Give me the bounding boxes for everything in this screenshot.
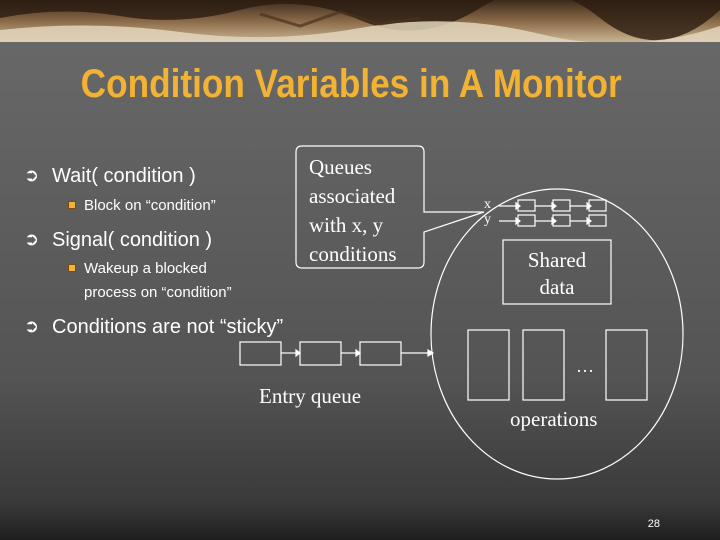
callout-line-4: conditions — [309, 242, 397, 266]
shared-data-label: Shared data — [503, 247, 611, 301]
page-number: 28 — [647, 518, 660, 530]
callout-line-2: associated — [309, 184, 396, 208]
operation-box-2 — [522, 329, 565, 401]
bullet-wait-text: Wait( condition ) — [52, 165, 196, 187]
entry-queue-label: Entry queue — [259, 384, 362, 408]
sub-bullet-wakeup-line2: process on “condition” — [84, 284, 232, 301]
bullet-sticky-text: Conditions are not “sticky” — [52, 316, 284, 338]
monitor-ellipse — [430, 188, 684, 480]
shared-data-line-1: Shared — [527, 248, 587, 272]
entry-queue — [239, 341, 435, 366]
shared-data-line-2: data — [539, 275, 575, 299]
banner-image — [0, 0, 720, 42]
y-queue-label: y — [484, 212, 491, 227]
x-queue-label: x — [484, 197, 491, 212]
ellipsis: … — [576, 356, 594, 376]
callout-line-3: with x, y — [309, 213, 384, 237]
x-queue — [499, 199, 607, 212]
operation-box-3 — [605, 329, 648, 401]
bullet-signal-text: Signal( condition ) — [52, 229, 213, 251]
square-bullet-icon — [68, 264, 76, 272]
operation-box-1 — [467, 329, 510, 401]
operations-label: operations — [510, 407, 598, 431]
sub-bullet-wakeup-line1: Wakeup a blocked — [84, 260, 207, 277]
arrow-bullet-icon: ➲ — [24, 165, 40, 185]
bullet-sticky: ➲ Conditions are not “sticky” — [24, 316, 284, 339]
arrow-bullet-icon: ➲ — [24, 229, 40, 249]
square-bullet-icon — [68, 201, 76, 209]
shared-data-box — [502, 239, 612, 305]
sub-bullet-wakeup: Wakeup a blocked process on “condition” — [68, 257, 232, 305]
callout-text: Queues associated with x, y conditions — [309, 153, 397, 269]
bullet-wait: ➲ Wait( condition ) — [24, 165, 196, 188]
page-title: Condition Variables in A Monitor — [80, 62, 622, 106]
sub-bullet-block-text: Block on “condition” — [84, 197, 216, 214]
arrow-bullet-icon: ➲ — [24, 316, 40, 336]
sub-bullet-block: Block on “condition” — [68, 194, 216, 218]
callout-bubble — [295, 145, 485, 269]
callout-line-1: Queues — [309, 155, 372, 179]
bullet-signal: ➲ Signal( condition ) — [24, 229, 213, 252]
y-queue — [499, 214, 607, 227]
